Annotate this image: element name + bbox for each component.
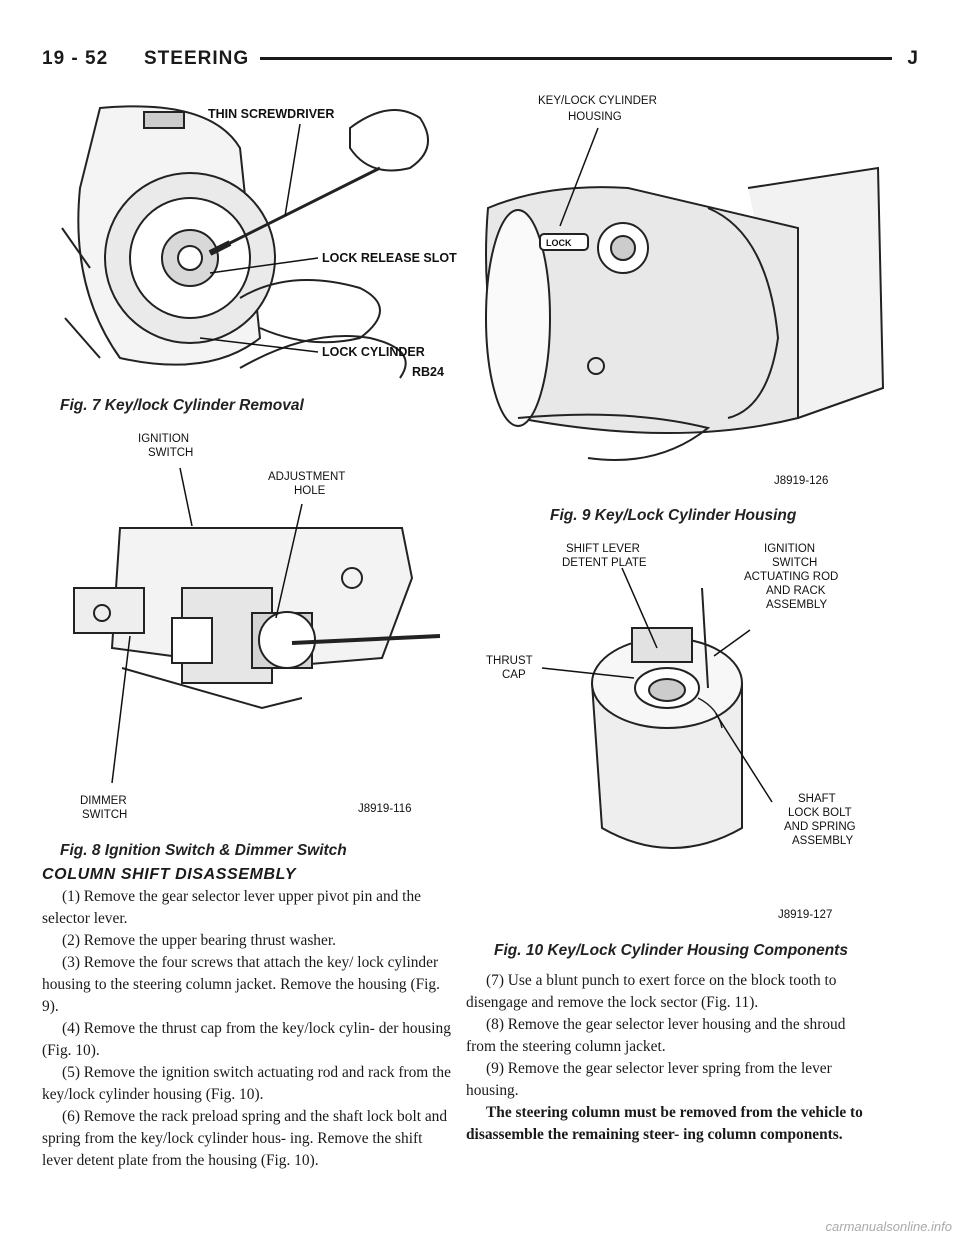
step-4: (4) Remove the thrust cap from the key/l…	[42, 1020, 451, 1059]
step-9: (9) Remove the gear selector lever sprin…	[466, 1060, 832, 1099]
right-column: (7) Use a blunt punch to exert force on …	[466, 970, 878, 1146]
fig9-label-keylock-1: KEY/LOCK CYLINDER	[538, 95, 657, 107]
fig10-label-shaft-1: SHAFT	[798, 793, 836, 805]
header-rule	[260, 57, 892, 60]
fig10-label-thrust-1: THRUST	[486, 655, 533, 667]
fig8-label-ignition-2: SWITCH	[148, 447, 193, 459]
fig8-illustration: IGNITION SWITCH ADJUSTMENT HOLE DIMMER S…	[73, 433, 441, 821]
fig7-code: RB24	[412, 365, 444, 379]
fig7-illustration: THIN SCREWDRIVER LOCK RELEASE SLOT LOCK …	[61, 105, 457, 379]
step-7: (7) Use a blunt punch to exert force on …	[466, 972, 837, 1011]
page-header: 19 - 52 STEERING J	[42, 44, 918, 74]
fig9-label-keylock-2: HOUSING	[568, 111, 622, 123]
fig10-illustration: SHIFT LEVER DETENT PLATE IGNITION SWITCH…	[486, 543, 856, 921]
fig10-label-ign-1: IGNITION	[764, 543, 815, 555]
fig10-label-shaft-3: AND SPRING	[784, 821, 856, 833]
removal-note: The steering column must be removed from…	[466, 1104, 863, 1143]
fig8-label-ignition-1: IGNITION	[138, 433, 189, 445]
figure-8: IGNITION SWITCH ADJUSTMENT HOLE DIMMER S…	[62, 428, 462, 830]
model-mark: J	[907, 48, 918, 69]
fig9-caption: Fig. 9 Key/Lock Cylinder Housing	[550, 507, 797, 524]
step-1: (1) Remove the gear selector lever upper…	[42, 888, 421, 927]
figure-10: SHIFT LEVER DETENT PLATE IGNITION SWITCH…	[482, 538, 882, 938]
fig9-illustration: KEY/LOCK CYLINDER HOUSING LOCK J8919-126	[485, 95, 885, 487]
fig9-label-lock: LOCK	[546, 238, 572, 248]
fig7-label-lock-cylinder: LOCK CYLINDER	[322, 345, 425, 359]
step-5: (5) Remove the ignition switch actuating…	[42, 1064, 451, 1103]
step-3: (3) Remove the four screws that attach t…	[42, 954, 440, 1015]
fig10-caption: Fig. 10 Key/Lock Cylinder Housing Compon…	[494, 942, 848, 959]
fig10-label-ign-5: ASSEMBLY	[766, 599, 827, 611]
section-heading: COLUMN SHIFT DISASSEMBLY	[42, 866, 297, 883]
fig10-label-thrust-2: CAP	[502, 669, 526, 681]
fig8-code: J8919-116	[358, 803, 412, 815]
fig10-code: J8919-127	[778, 909, 832, 921]
page-number: 19 - 52	[42, 48, 109, 69]
fig8-caption: Fig. 8 Ignition Switch & Dimmer Switch	[60, 842, 347, 859]
fig10-label-ign-3: ACTUATING ROD	[744, 571, 838, 583]
fig10-label-shift-2: DETENT PLATE	[562, 557, 647, 569]
step-2: (2) Remove the upper bearing thrust wash…	[62, 932, 336, 949]
left-column: (1) Remove the gear selector lever upper…	[42, 886, 454, 1172]
fig10-label-shift-1: SHIFT LEVER	[566, 543, 640, 555]
fig8-label-adjustment-1: ADJUSTMENT	[268, 471, 345, 483]
fig7-label-thin-screwdriver: THIN SCREWDRIVER	[208, 107, 334, 121]
step-6: (6) Remove the rack preload spring and t…	[42, 1108, 448, 1169]
fig10-label-shaft-4: ASSEMBLY	[792, 835, 853, 847]
step-8: (8) Remove the gear selector lever housi…	[466, 1016, 846, 1055]
section-title: STEERING	[144, 48, 250, 69]
fig10-label-ign-2: SWITCH	[772, 557, 817, 569]
fig7-caption: Fig. 7 Key/lock Cylinder Removal	[60, 397, 304, 414]
figure-7: THIN SCREWDRIVER LOCK RELEASE SLOT LOCK …	[60, 88, 460, 390]
fig10-label-shaft-2: LOCK BOLT	[788, 807, 852, 819]
fig9-code: J8919-126	[774, 475, 828, 487]
fig8-label-dimmer-1: DIMMER	[80, 795, 127, 807]
watermark: carmanualsonline.info	[825, 1219, 952, 1234]
figure-9: KEY/LOCK CYLINDER HOUSING LOCK J8919-126	[478, 88, 888, 498]
fig8-label-dimmer-2: SWITCH	[82, 809, 127, 821]
fig7-label-lock-release-slot: LOCK RELEASE SLOT	[322, 251, 457, 265]
fig8-label-adjustment-2: HOLE	[294, 485, 326, 497]
fig10-label-ign-4: AND RACK	[766, 585, 826, 597]
